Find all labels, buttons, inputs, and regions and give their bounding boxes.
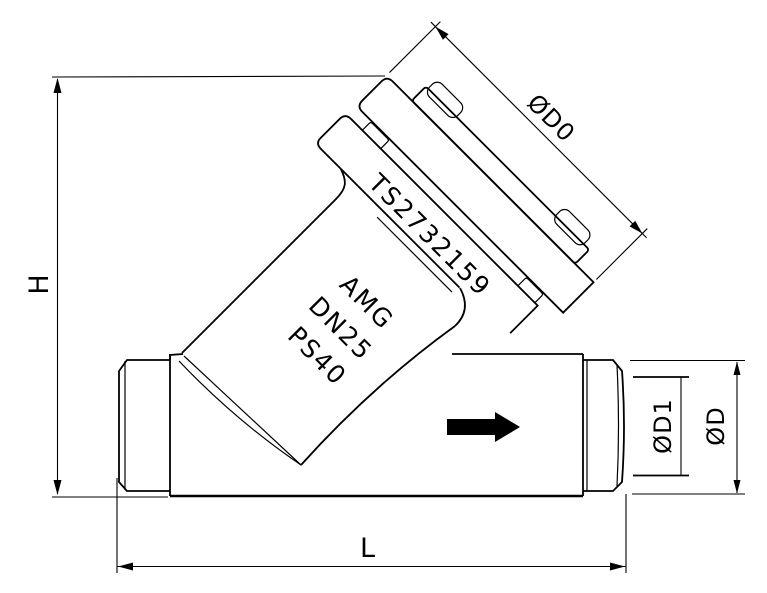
right-socket-face-line [616, 364, 620, 487]
left-socket-outline [118, 359, 170, 492]
bonnet-lower-fillet [454, 287, 466, 327]
dim-outer-diameter: ØD [630, 359, 745, 495]
dim-d0-extension-2 [595, 228, 648, 280]
dim-h-extension-top [51, 75, 386, 78]
dim-d1-label: ØD1 [649, 398, 677, 454]
pipe-top-edge-left [169, 353, 184, 360]
right-socket [583, 359, 625, 492]
bonnet-flange [317, 115, 539, 334]
dim-length: L [116, 478, 627, 573]
crotch-line-1 [183, 355, 302, 466]
body-sweep-curve [300, 325, 456, 466]
crotch-line-2 [178, 360, 302, 466]
dim-d0-arrow-bottom [629, 220, 643, 234]
pipe-body [169, 353, 584, 498]
arm-left-edge [181, 168, 346, 354]
bonnet-flange-inner-line [376, 216, 453, 293]
cap-ear-top [426, 81, 464, 119]
cap-flange [358, 77, 595, 314]
branch-junction [178, 287, 466, 466]
bonnet-flange-lower-edge [340, 168, 461, 289]
flow-direction-arrow [447, 412, 520, 442]
gasket-tab-right [517, 277, 544, 304]
dim-d-arrow-bottom [733, 480, 741, 494]
dim-d0-label: ØD0 [522, 89, 581, 148]
dim-l-arrow-left [118, 562, 133, 571]
cap-ear-bottom [554, 208, 591, 246]
dim-d0-line [430, 21, 647, 239]
dim-d0-extension-1 [389, 21, 441, 73]
dim-l-arrow-right [610, 562, 625, 571]
right-socket-outline [583, 359, 625, 492]
dim-d-label: ØD [702, 406, 730, 445]
dim-h-arrow-bottom [53, 480, 62, 495]
branch-assembly: ØD0 TS2732159 AMG DN25 PS40 [181, 21, 648, 391]
dim-h-arrow-top [53, 78, 62, 93]
dim-height: H [24, 75, 386, 498]
dim-h-label: H [24, 273, 55, 294]
marking-code: TS2732159 [362, 168, 497, 303]
dim-l-label: L [360, 533, 376, 564]
dim-d0-arrow-top [435, 26, 449, 40]
cap-top-plate [412, 86, 589, 264]
dim-d-arrow-top [733, 361, 741, 375]
left-socket [118, 359, 170, 492]
gasket-tab-left [361, 122, 389, 150]
dim-bore-diameter: ØD1 [633, 376, 689, 477]
